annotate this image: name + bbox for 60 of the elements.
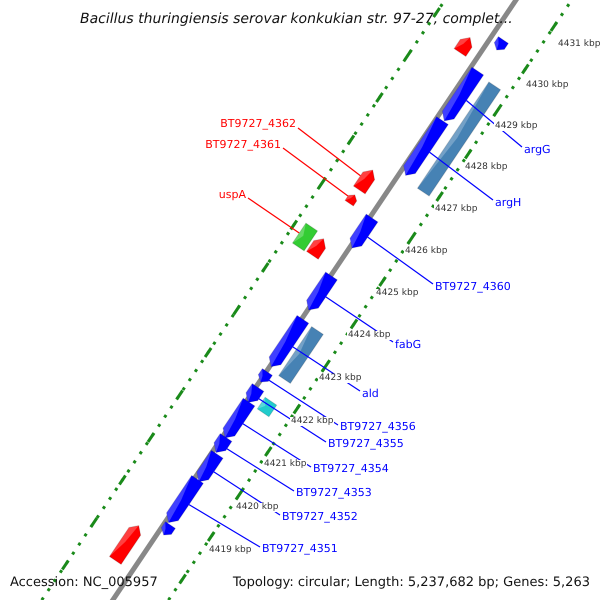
scale-label: 4426 kbp bbox=[404, 247, 448, 256]
gene-block bbox=[403, 116, 449, 176]
leader-line bbox=[248, 198, 300, 234]
title: Bacillus thuringiensis serovar konkukian str. 97-27, complet... bbox=[80, 12, 513, 26]
gene-block bbox=[108, 524, 142, 566]
scale-label: 4424 kbp bbox=[347, 331, 392, 340]
leader-line bbox=[429, 152, 494, 200]
gene-block bbox=[246, 382, 265, 404]
gene-block bbox=[453, 36, 472, 58]
gene-block bbox=[268, 314, 310, 368]
gene-label: BT9727_4352 bbox=[282, 511, 358, 522]
scale-label: 4419 kbp bbox=[208, 546, 252, 555]
feature-bar bbox=[292, 222, 318, 252]
gene-block bbox=[306, 238, 326, 260]
leader-line bbox=[242, 423, 312, 468]
leader-line bbox=[298, 128, 361, 176]
scale-label: 4427 kbp bbox=[434, 205, 478, 214]
scale-label: 4421 kbp bbox=[263, 460, 308, 469]
gene-label: uspA bbox=[218, 189, 246, 200]
gene-block bbox=[350, 213, 379, 249]
gene-label: argH bbox=[495, 197, 522, 208]
leader-line bbox=[282, 148, 348, 196]
gene-label: BT9727_4353 bbox=[296, 487, 372, 498]
gene-block bbox=[160, 520, 176, 536]
leader-line bbox=[226, 448, 294, 492]
gene-block bbox=[494, 36, 510, 51]
gene-block bbox=[214, 432, 233, 454]
feature-bar bbox=[256, 396, 278, 418]
scale-label: 4422 kbp bbox=[290, 417, 334, 426]
leader-line bbox=[188, 504, 260, 548]
gene-block bbox=[258, 368, 274, 383]
gene-block bbox=[222, 398, 256, 438]
genome-summary: Topology: circular; Length: 5,237,682 bp; Genes: 5,263 bbox=[232, 576, 590, 589]
gene-label: BT9727_4356 bbox=[340, 421, 416, 432]
scale-label: 4429 kbp bbox=[494, 122, 538, 131]
accession-text: Accession: NC_005957 bbox=[10, 576, 158, 589]
gene-label: ald bbox=[362, 388, 379, 399]
gene-block bbox=[196, 450, 224, 482]
scale-label: 4420 kbp bbox=[235, 503, 280, 512]
gene-label: BT9727_4360 bbox=[435, 281, 511, 292]
scale-label: 4431 kbp bbox=[557, 40, 600, 49]
gene-block bbox=[352, 169, 376, 195]
scale-label: 4428 kbp bbox=[464, 163, 508, 172]
gene-label: BT9727_4362 bbox=[220, 118, 296, 129]
gene-label: fabG bbox=[395, 339, 422, 350]
gene-block bbox=[442, 66, 484, 122]
leader-line bbox=[466, 100, 522, 148]
gene-block bbox=[166, 474, 204, 524]
gene-block bbox=[306, 271, 338, 311]
gene-label: argG bbox=[524, 144, 551, 155]
gene-label: BT9727_4361 bbox=[205, 139, 281, 150]
scale-label: 4423 kbp bbox=[318, 374, 362, 383]
gene-label: BT9727_4355 bbox=[328, 438, 404, 449]
scale-label: 4430 kbp bbox=[525, 81, 570, 90]
leader-line bbox=[367, 236, 434, 284]
leader-line bbox=[268, 380, 338, 426]
gene-block bbox=[344, 194, 358, 207]
gene-label: BT9727_4354 bbox=[313, 463, 389, 474]
scale-label: 4425 kbp bbox=[375, 289, 420, 298]
gene-label: BT9727_4351 bbox=[262, 543, 338, 554]
